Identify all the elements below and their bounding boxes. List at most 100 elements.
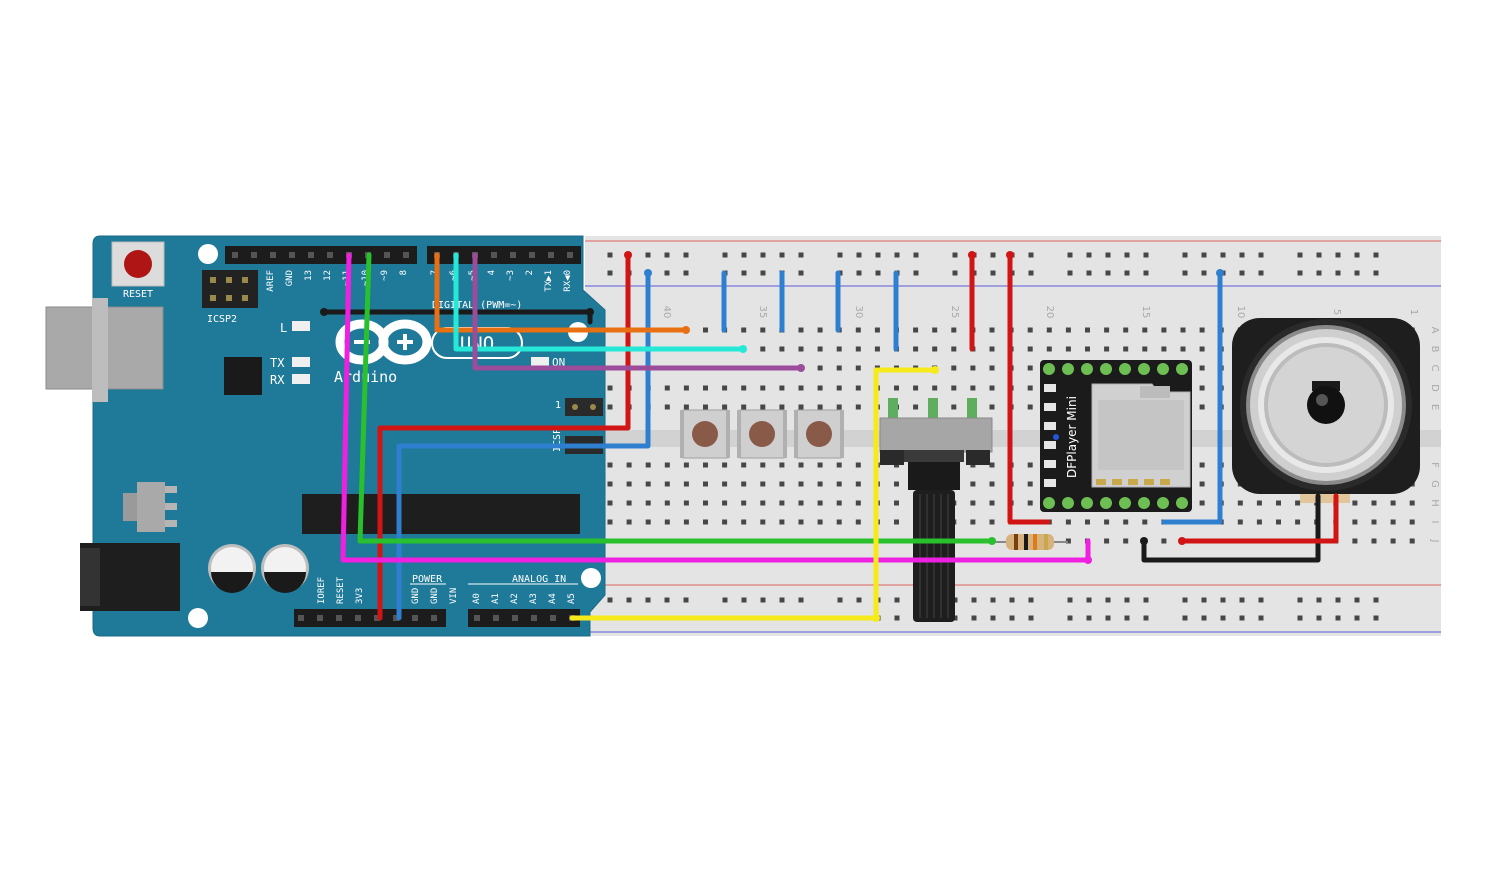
breadboard-hole bbox=[1027, 327, 1033, 333]
breadboard-hole bbox=[817, 500, 823, 506]
push-button[interactable] bbox=[794, 409, 844, 459]
breadboard-hole bbox=[779, 385, 785, 391]
breadboard-hole bbox=[855, 327, 861, 333]
wire bbox=[1141, 493, 1321, 563]
row-letter-label: H bbox=[1429, 499, 1440, 507]
wire bbox=[396, 270, 651, 621]
rail-hole bbox=[1373, 270, 1379, 276]
push-button[interactable] bbox=[737, 409, 787, 459]
breadboard-hole bbox=[836, 404, 842, 410]
rail-hole bbox=[722, 597, 728, 603]
icsp2-header bbox=[202, 270, 258, 308]
rail-hole bbox=[1143, 597, 1149, 603]
rail-hole bbox=[952, 270, 958, 276]
atmega-chip bbox=[302, 494, 580, 534]
dfplayer-mini: DFPlayer Mini bbox=[1040, 360, 1192, 512]
icsp-header bbox=[565, 398, 603, 416]
breadboard-hole bbox=[798, 500, 804, 506]
breadboard-hole bbox=[1104, 346, 1110, 352]
dfplayer-pin bbox=[1119, 497, 1131, 509]
breadboard-hole bbox=[1027, 462, 1033, 468]
wire bbox=[1161, 270, 1223, 525]
mount-hole-icon bbox=[198, 244, 218, 264]
header-pin bbox=[567, 252, 573, 258]
push-button-cap-icon[interactable] bbox=[692, 421, 718, 447]
push-button-cap-icon[interactable] bbox=[806, 421, 832, 447]
breadboard-hole bbox=[1161, 327, 1167, 333]
header-pin bbox=[355, 615, 361, 621]
push-button-cap-icon[interactable] bbox=[749, 421, 775, 447]
breadboard-hole bbox=[1085, 327, 1090, 333]
wire-end bbox=[682, 326, 690, 334]
icsp2-label: ICSP2 bbox=[207, 314, 237, 325]
rail-hole bbox=[1105, 252, 1111, 258]
rail-hole bbox=[779, 597, 785, 603]
breadboard-hole bbox=[645, 519, 651, 525]
breadboard-hole bbox=[1390, 519, 1396, 525]
breadboard-hole bbox=[664, 385, 670, 391]
breadboard-hole bbox=[798, 346, 804, 352]
rail-hole bbox=[1316, 270, 1322, 276]
wire bbox=[377, 252, 631, 621]
header-pin bbox=[270, 252, 276, 258]
potentiometer[interactable] bbox=[879, 398, 993, 622]
breadboard-hole bbox=[894, 385, 899, 391]
breadboard-hole bbox=[1199, 327, 1205, 333]
led-rx-icon bbox=[292, 374, 310, 384]
digital-header-right bbox=[427, 246, 581, 264]
wire bbox=[472, 252, 804, 371]
icsp-pin1-label: 1 bbox=[555, 400, 561, 411]
breadboard-hole bbox=[894, 500, 899, 506]
analog-pin-label: A2 bbox=[510, 593, 520, 604]
breadboard-hole bbox=[1199, 500, 1205, 506]
breadboard-hole bbox=[798, 385, 804, 391]
rail-hole bbox=[1258, 270, 1264, 276]
column-number-label: 35 bbox=[757, 306, 768, 319]
analog-header bbox=[468, 609, 580, 627]
header-pin bbox=[491, 252, 497, 258]
rail-hole bbox=[1220, 597, 1226, 603]
breadboard-hole bbox=[836, 385, 842, 391]
digital-pin-label: 8 bbox=[399, 270, 409, 275]
header-pin bbox=[529, 252, 535, 258]
breadboard-hole bbox=[1027, 404, 1033, 410]
breadboard-hole bbox=[798, 519, 804, 525]
breadboard-hole bbox=[1065, 327, 1071, 333]
analog-pin-label: A3 bbox=[529, 593, 539, 604]
header-pin bbox=[403, 252, 409, 258]
breadboard-hole bbox=[760, 462, 766, 468]
wire-end bbox=[797, 364, 805, 372]
rail-hole bbox=[1201, 597, 1207, 603]
breadboard-hole bbox=[932, 346, 938, 352]
breadboard-hole bbox=[1123, 346, 1129, 352]
rail-hole bbox=[741, 252, 747, 258]
breadboard-hole bbox=[836, 462, 842, 468]
breadboard-hole bbox=[989, 500, 995, 506]
power-analog-header-pins bbox=[298, 615, 575, 621]
arduino-logo-icon bbox=[335, 319, 432, 365]
breadboard-hole bbox=[989, 462, 995, 468]
rail-hole bbox=[1124, 252, 1130, 258]
dfplayer-pin bbox=[1081, 497, 1093, 509]
rail-hole bbox=[875, 270, 881, 276]
led-l-label: L bbox=[280, 321, 287, 335]
breadboard-hole bbox=[817, 481, 823, 487]
breadboard-hole bbox=[1123, 327, 1129, 333]
breadboard-hole bbox=[664, 462, 670, 468]
rail-hole bbox=[1201, 615, 1207, 621]
breadboard-hole bbox=[722, 500, 728, 506]
breadboard-hole bbox=[779, 500, 785, 506]
header-pin bbox=[317, 615, 323, 621]
header-pin bbox=[308, 252, 314, 258]
wire bbox=[453, 252, 746, 352]
rail-hole bbox=[741, 597, 747, 603]
breadboard-hole bbox=[951, 365, 957, 371]
breadboard-hole bbox=[1352, 538, 1358, 544]
breadboard-hole bbox=[1390, 500, 1396, 506]
row-letter-label: D bbox=[1429, 384, 1440, 392]
breadboard-hole bbox=[1085, 519, 1090, 525]
row-letter-label: J bbox=[1429, 539, 1440, 543]
push-button[interactable] bbox=[680, 409, 730, 459]
breadboard-hole bbox=[1256, 519, 1262, 525]
reset-button-cap-icon[interactable] bbox=[124, 250, 152, 278]
